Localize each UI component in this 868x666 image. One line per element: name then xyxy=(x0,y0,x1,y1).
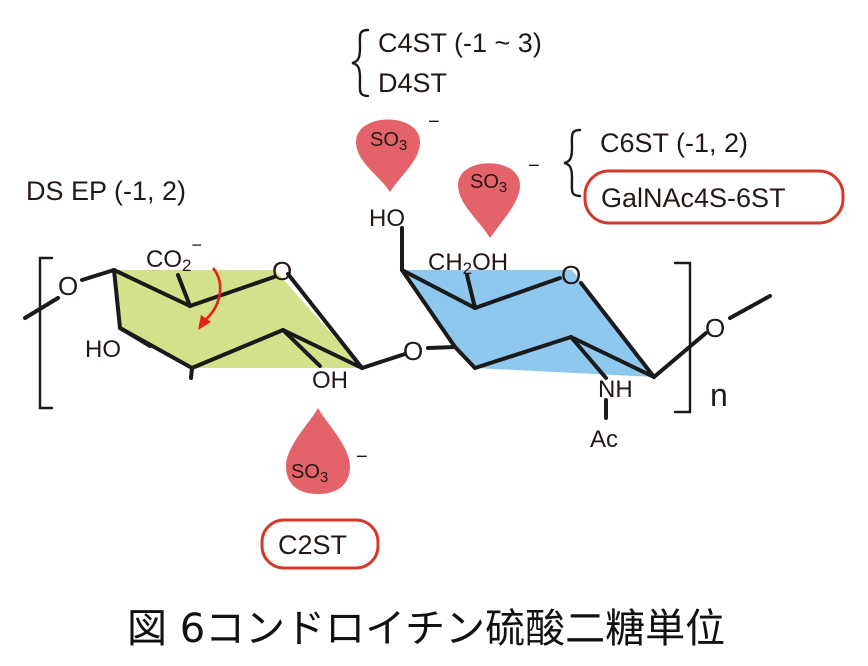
svg-text:SO3: SO3 xyxy=(291,461,328,486)
right-bracket xyxy=(673,261,692,414)
c2st-label: C2ST xyxy=(278,530,347,560)
left-bracket xyxy=(38,256,54,410)
glyco-o-right: O xyxy=(705,313,725,343)
ring-o-uronic: O xyxy=(272,256,292,286)
svg-text:SO3: SO3 xyxy=(470,171,507,196)
bond-lines xyxy=(23,226,772,420)
ho-top-label: HO xyxy=(369,205,405,232)
sulfate-drop-6o: SO3 − xyxy=(458,155,540,238)
svg-text:SO3: SO3 xyxy=(370,129,407,154)
carboxylate-label: CO2− xyxy=(146,235,202,275)
glyco-o-left: O xyxy=(58,271,78,301)
c6st-label: C6ST (-1, 2) xyxy=(600,128,748,158)
svg-text:CO2−: CO2− xyxy=(146,235,202,275)
ring-o-galnac: O xyxy=(561,260,581,290)
epimerase-arrow xyxy=(198,267,222,330)
repeat-n-label: n xyxy=(710,377,728,413)
svg-text:−: − xyxy=(356,446,368,468)
c2st-highlight-box xyxy=(260,518,380,570)
c4st-label: C4ST (-1 ~ 3) xyxy=(378,28,542,58)
dsep-label: DS EP (-1, 2) xyxy=(26,176,186,206)
sulfate-drop-2o: SO3 − xyxy=(286,408,368,494)
brace-4st xyxy=(351,28,370,98)
galnac-highlight-box xyxy=(583,169,845,225)
galnac4s-6st-label: GalNAc4S-6ST xyxy=(601,183,786,213)
ho-left-label: HO xyxy=(85,336,121,363)
figure-caption: 図 6コンドロイチン硫酸二糖単位 xyxy=(127,606,725,652)
d4st-label: D4ST xyxy=(378,68,447,98)
glyco-o-mid: O xyxy=(403,336,423,366)
svg-text:−: − xyxy=(428,111,440,133)
svg-text:−: − xyxy=(528,155,540,177)
uronic-acid-ring xyxy=(114,270,362,368)
brace-6st xyxy=(563,128,582,198)
nh-label: NH xyxy=(598,376,633,403)
oh-bottom-label: OH xyxy=(312,367,348,394)
sulfate-drop-4o: SO3 − xyxy=(356,111,440,192)
ch2oh-label: CH2OH xyxy=(428,249,508,278)
ac-label: Ac xyxy=(590,426,618,453)
svg-text:CH2OH: CH2OH xyxy=(428,249,508,278)
